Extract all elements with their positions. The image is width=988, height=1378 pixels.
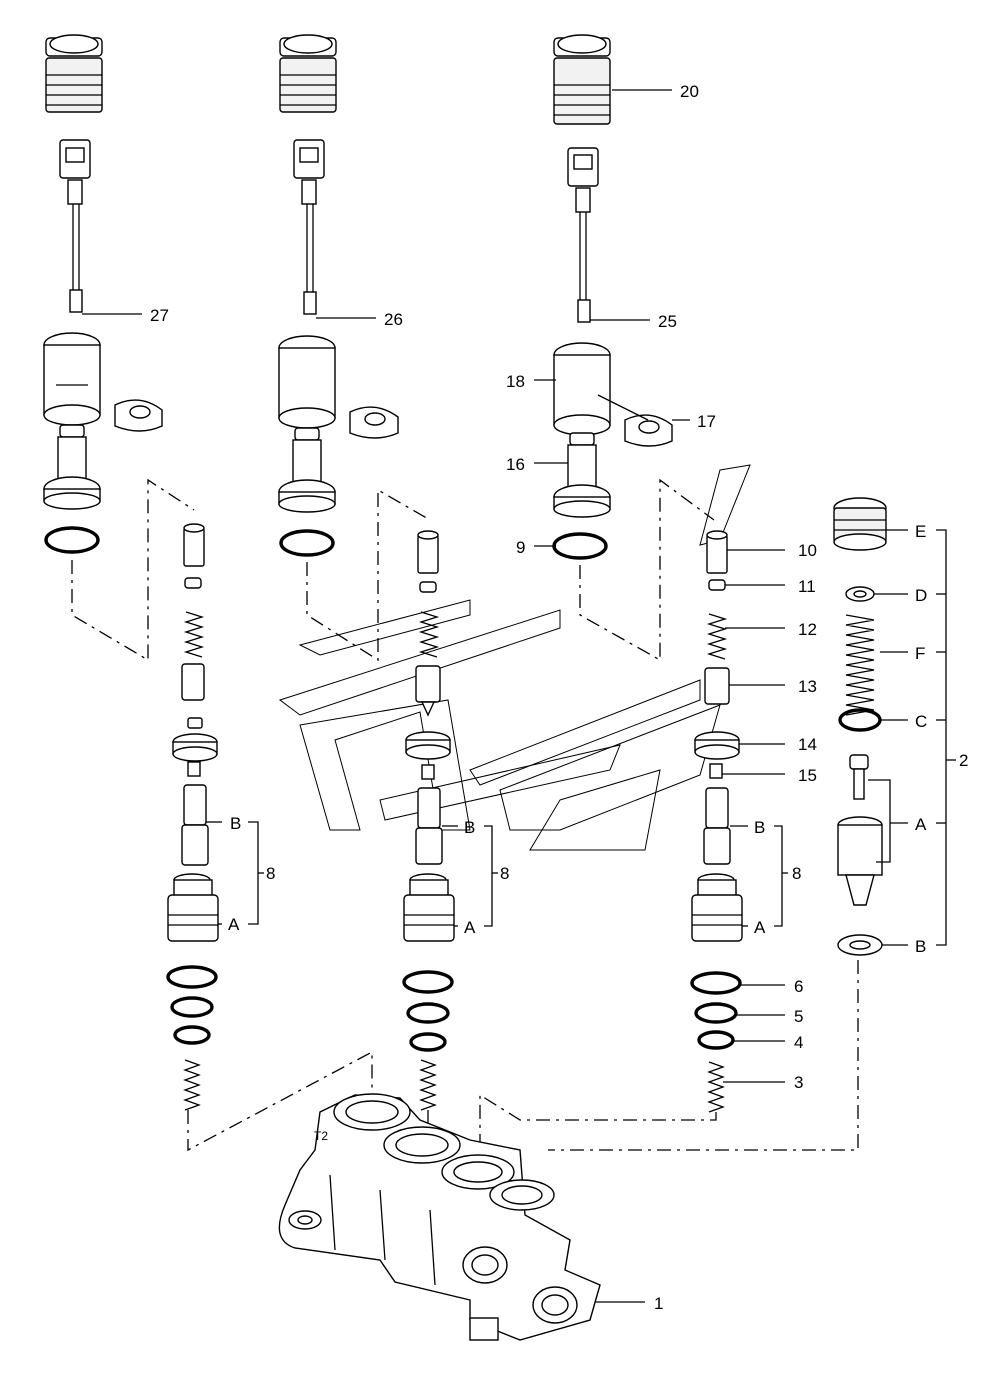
callout-15: 15 (798, 766, 817, 785)
solenoid-assembly-left (43, 34, 373, 1152)
callout-kit-d: D (915, 586, 927, 605)
callout-a-left: A (228, 915, 240, 934)
callout-kit-e: E (915, 522, 926, 541)
callout-2: 2 (959, 751, 968, 770)
callout-a-middle: A (464, 918, 476, 937)
callout-11: 11 (798, 577, 816, 596)
callout-27: 27 (150, 306, 169, 325)
leader-lines (82, 89, 956, 1303)
callout-20: 20 (680, 82, 699, 101)
callout-13: 13 (798, 677, 817, 696)
callout-1: 1 (654, 1294, 663, 1313)
callout-18: 18 (506, 372, 525, 391)
callout-17: 17 (697, 412, 716, 431)
solenoid-assembly-right (479, 34, 743, 1150)
callout-12: 12 (798, 620, 817, 639)
callout-a-right: A (754, 918, 766, 937)
callout-8-middle: 8 (500, 864, 509, 883)
callout-b-left: B (230, 814, 241, 833)
callout-4: 4 (794, 1033, 803, 1052)
valve-body: T2 (278, 1093, 601, 1341)
callout-8-right: 8 (792, 864, 801, 883)
callout-25: 25 (658, 312, 677, 331)
callout-kit-c: C (915, 712, 927, 731)
callout-6: 6 (794, 977, 803, 996)
callout-labels: 20 27 26 25 18 17 16 9 10 11 12 13 14 15… (150, 82, 968, 1313)
callout-16: 16 (506, 455, 525, 474)
callout-9: 9 (516, 538, 525, 557)
solenoid-assembly-middle (278, 34, 455, 1135)
callout-8-left: 8 (266, 864, 275, 883)
callout-kit-a: A (915, 815, 927, 834)
callout-26: 26 (384, 310, 403, 329)
callout-10: 10 (798, 541, 817, 560)
relief-valve-kit (548, 497, 887, 1151)
watermark-logo (278, 464, 751, 851)
callout-kit-f: F (915, 644, 925, 663)
callout-b-right: B (754, 818, 765, 837)
port-label: T2 (314, 1129, 328, 1143)
callout-3: 3 (794, 1073, 803, 1092)
callout-kit-b: B (915, 937, 926, 956)
callout-b-middle: B (464, 818, 475, 837)
callout-5: 5 (794, 1007, 803, 1026)
callout-14: 14 (798, 735, 817, 754)
